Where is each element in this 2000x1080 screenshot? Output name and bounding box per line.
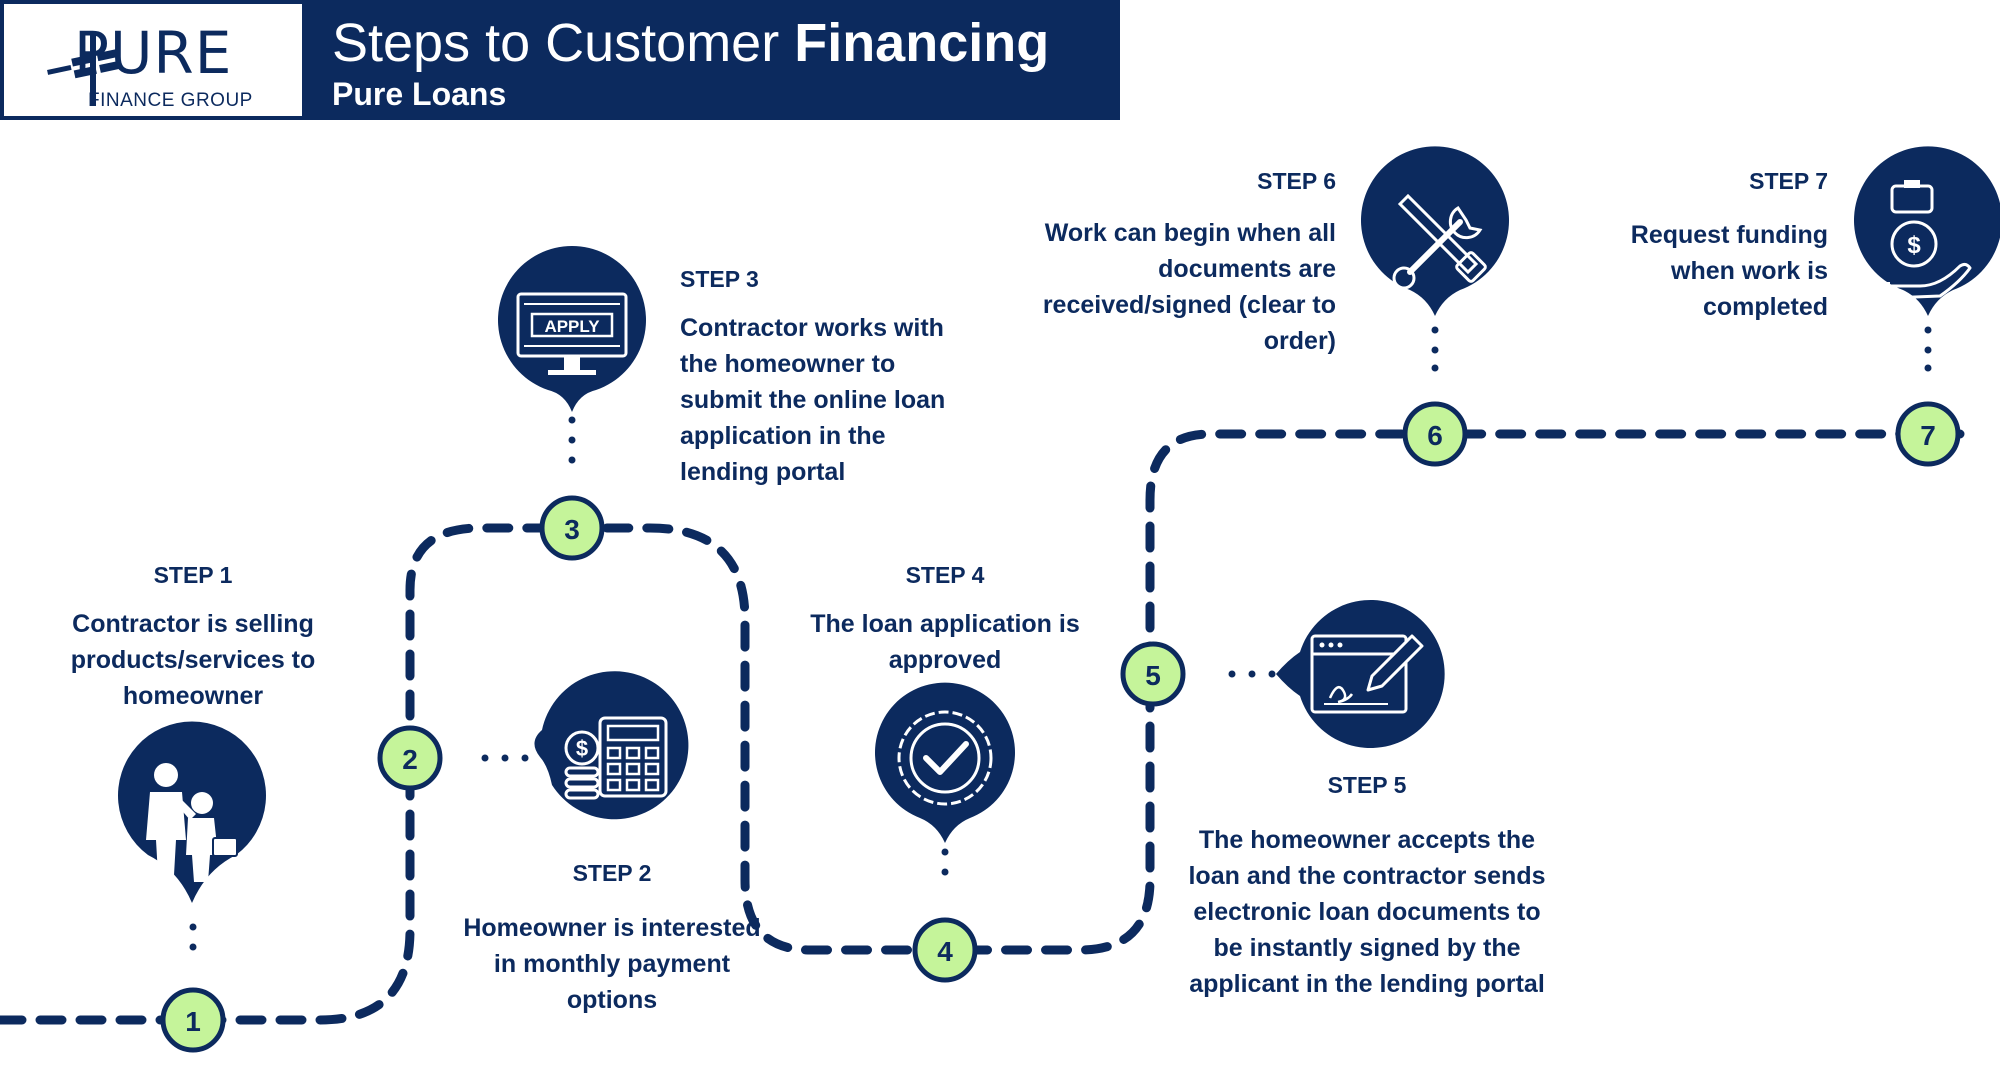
step-4-label: STEP 4 [905,562,985,588]
step-node-5: 5 [1120,641,1186,707]
svg-text:$: $ [576,736,588,761]
step-number-1: 1 [185,1006,201,1037]
step-2-label: STEP 2 [572,860,652,886]
logo-subtitle: FINANCE GROUP [88,90,253,111]
step-6-text: Work can begin when all documents are re… [1042,219,1336,355]
tools-icon [1360,146,1509,316]
title-bold: Financing [794,13,1050,73]
step-number-4: 4 [937,936,953,967]
svg-text:$: $ [1907,232,1921,259]
step-5-text: The homeowner accepts the loan and the c… [1188,826,1546,998]
step-7-text: Request funding when work is completed [1630,221,1828,321]
e-signature-icon [1276,600,1445,748]
approved-badge-icon [874,682,1015,843]
page-subtitle: Pure Loans [332,76,507,112]
step-node-7: 7 [1895,401,1961,467]
header-banner: PURE FINANCE GROUP Steps to Customer Fin… [0,0,1120,120]
step-5-label: STEP 5 [1327,772,1407,798]
step-node-2: 2 [377,725,443,791]
step-node-3: 3 [539,495,605,561]
step-number-7: 7 [1920,420,1936,451]
step-6-label: STEP 6 [1257,168,1336,194]
company-logo: PURE FINANCE GROUP [4,4,302,116]
apply-monitor-icon: APPLY [498,246,646,412]
title-plain: Steps to Customer [332,13,795,73]
connector-dots [189,326,1932,951]
logo-mark-icon [47,34,123,106]
apply-text: APPLY [544,317,600,336]
step-1-label: STEP 1 [153,562,233,588]
step-number-3: 3 [564,514,580,545]
step-node-6: 6 [1402,401,1468,467]
handshake-people-icon [118,721,266,903]
step-3-label: STEP 3 [680,266,759,292]
funding-hand-icon: $ [1854,146,2000,316]
step-4-text: The loan application is approved [810,610,1080,674]
step-7-label: STEP 7 [1749,168,1828,194]
page-title: Steps to Customer Financing [332,12,1049,74]
step-3-text: Contractor works with the homeowner to s… [680,314,946,486]
step-number-5: 5 [1145,660,1161,691]
step-1-text: Contractor is selling products/services … [70,610,316,710]
step-path [0,429,1965,1025]
step-node-1: 1 [160,987,226,1053]
step-node-4: 4 [912,917,978,983]
step-number-6: 6 [1427,420,1443,451]
calculator-coins-icon: $ [534,671,689,820]
logo-word: PURE [74,19,233,87]
step-2-text: Homeowner is interested in monthly payme… [463,914,761,1014]
step-number-2: 2 [402,744,418,775]
